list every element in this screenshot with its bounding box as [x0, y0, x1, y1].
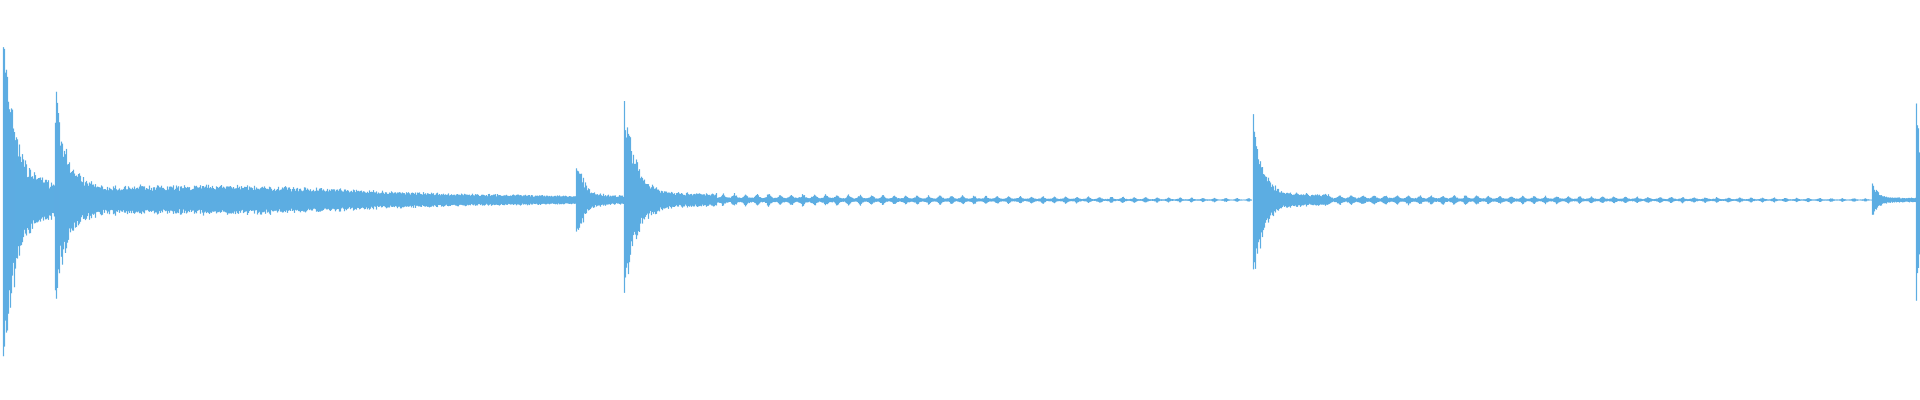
- waveform-columns: [2, 47, 1920, 357]
